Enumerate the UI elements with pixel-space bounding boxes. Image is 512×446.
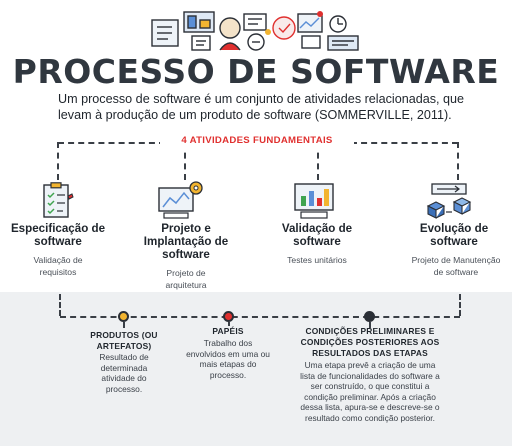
fundamentals-label: 4 ATIVIDADES FUNDAMENTAIS bbox=[160, 135, 354, 149]
fundamentals-connector-mid2 bbox=[317, 142, 319, 180]
checklist-icon bbox=[43, 182, 74, 218]
outputs-stub-3 bbox=[369, 322, 371, 328]
output-dot-papeis bbox=[223, 311, 234, 322]
fundamentals-connector-right bbox=[457, 142, 459, 180]
process-illustration-icon bbox=[151, 11, 359, 51]
output-title-papeis: PAPÉIS bbox=[212, 326, 244, 336]
output-desc-condicoes: Uma etapa prevê a criação de uma lista d… bbox=[300, 360, 440, 423]
activity-desc-validacao: Testes unitários bbox=[287, 255, 347, 265]
activity-title-validacao: Validação de software bbox=[281, 222, 353, 248]
page-title: PROCESSO DE SOFTWARE bbox=[12, 52, 500, 91]
monitor-gear-icon bbox=[158, 181, 203, 219]
outputs-stub-1 bbox=[123, 322, 125, 328]
outputs-connector-left bbox=[59, 294, 61, 316]
output-desc-papeis: Trabalho dos envolvidos em uma ou mais e… bbox=[186, 338, 270, 380]
output-title-condicoes: CONDIÇÕES PRELIMINARES E CONDIÇÕES POSTE… bbox=[300, 326, 440, 358]
output-title-produtos: PRODUTOS (OU ARTEFATOS) bbox=[90, 330, 158, 351]
activity-title-evolucao: Evolução de software bbox=[419, 222, 489, 248]
activity-desc-evolucao: Projeto de Manutenção de software bbox=[411, 255, 501, 277]
cubes-flow-icon bbox=[426, 183, 472, 219]
outputs-stub-2 bbox=[228, 322, 230, 326]
activity-title-especificacao: Especificação de software bbox=[10, 222, 106, 248]
output-dot-condicoes bbox=[364, 311, 375, 322]
intro-text: Um processo de software é um conjunto de… bbox=[58, 92, 465, 122]
outputs-connector-line bbox=[60, 316, 460, 318]
activity-desc-projeto: Projeto de arquitetura bbox=[165, 268, 207, 290]
monitor-chart-icon bbox=[294, 183, 334, 219]
activity-title-projeto: Projeto e Implantação de software bbox=[143, 222, 229, 261]
output-desc-produtos: Resultado de determinada atividade do pr… bbox=[99, 352, 149, 394]
outputs-connector-right bbox=[459, 294, 461, 316]
fundamentals-connector-mid1 bbox=[184, 142, 186, 180]
activity-desc-especificacao: Validação de requisitos bbox=[33, 255, 83, 277]
fundamentals-connector-left bbox=[57, 142, 59, 180]
output-dot-produtos bbox=[118, 311, 129, 322]
